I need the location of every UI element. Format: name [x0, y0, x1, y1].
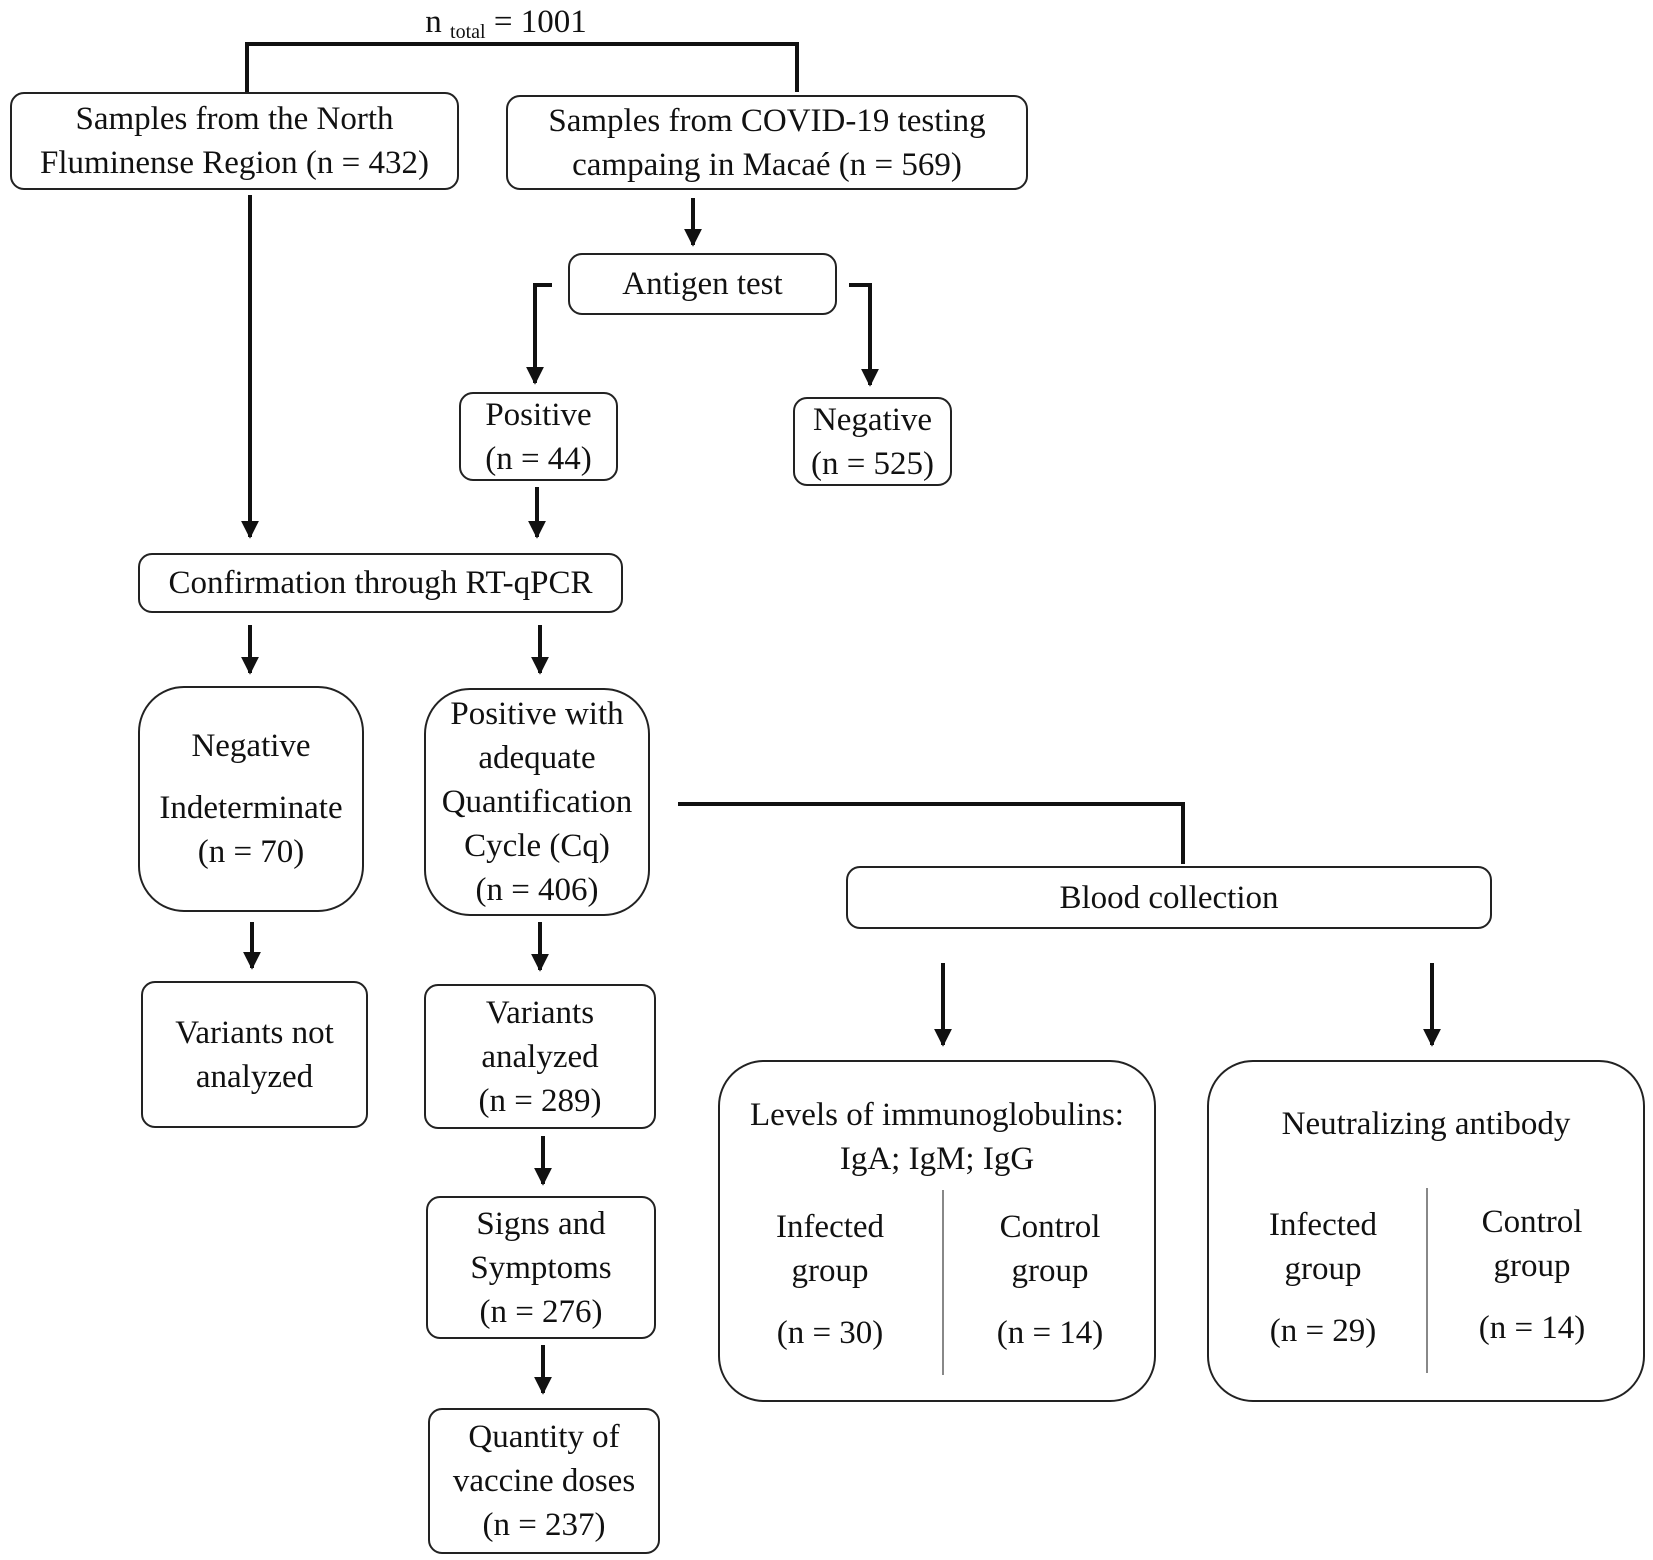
antigen-test-box: Antigen test — [568, 253, 837, 315]
rt-qpcr-confirmation-box: Confirmation through RT-qPCR — [138, 553, 623, 613]
neutral-group-divider — [1426, 1188, 1428, 1373]
immuno-group-divider — [942, 1190, 944, 1375]
arrow-antigen-to-positive — [526, 283, 552, 385]
neutralizing-title: Neutralizing antibody — [1281, 1106, 1571, 1142]
total-samples-label: n total = 1001 — [425, 4, 587, 43]
immunoglobulin-title: Levels of immunoglobulins:IgA; IgM; IgG — [750, 1097, 1124, 1177]
blood-collection-box: Blood collection — [846, 866, 1492, 929]
immunoglobulin-levels-box — [718, 1060, 1156, 1402]
arrow-antigen-to-negative — [849, 283, 879, 387]
total-bracket — [245, 42, 799, 92]
connector-poscq-to-blood — [678, 802, 1185, 864]
antigen-positive-box: Positive(n = 44) — [459, 392, 618, 481]
antigen-negative-box: Negative(n = 525) — [793, 397, 952, 486]
